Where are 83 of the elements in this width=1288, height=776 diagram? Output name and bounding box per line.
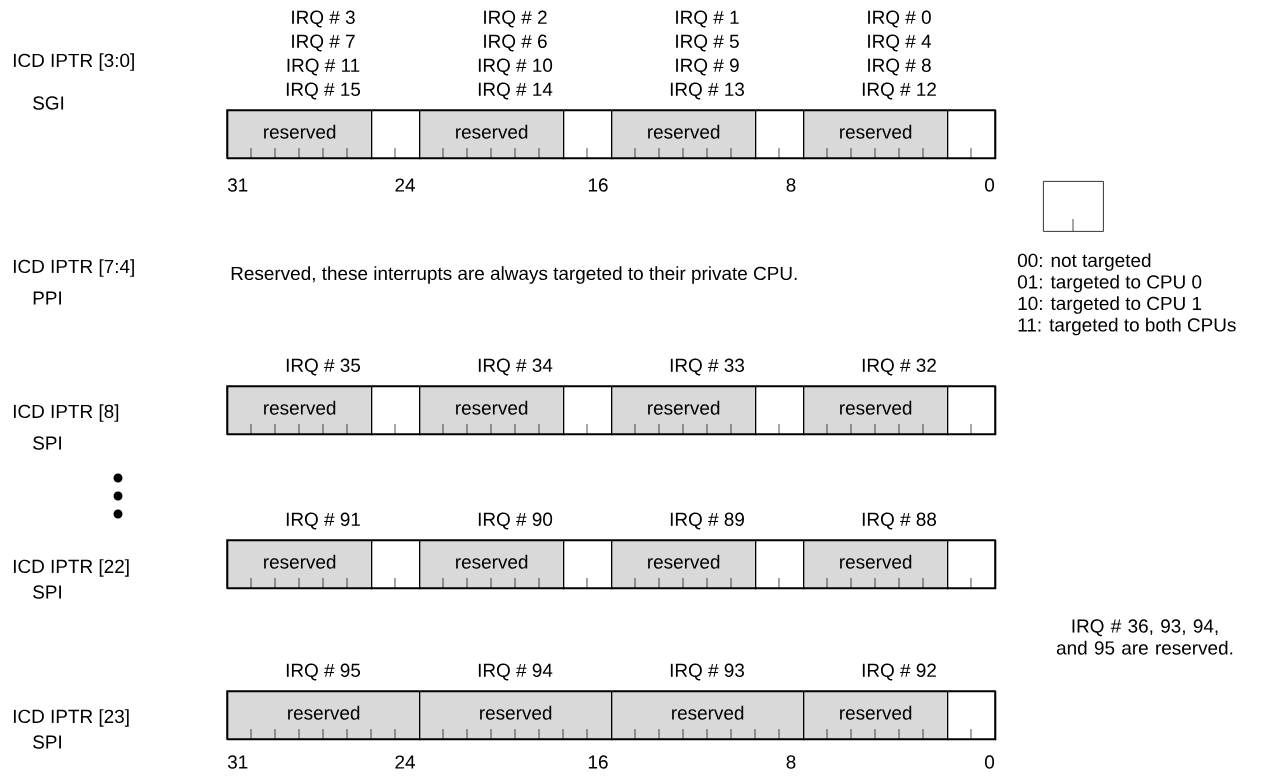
reserved-field: reserved xyxy=(419,110,565,160)
bit-number: 16 xyxy=(588,178,608,192)
irq-label: IRQ # 34 xyxy=(478,358,553,376)
bit-number: 8 xyxy=(786,755,796,769)
irq-label: IRQ # 33 xyxy=(670,358,745,376)
bit-number: 0 xyxy=(985,755,995,769)
interrupt-type: SPI xyxy=(33,585,61,599)
register-name: ICD IPTR [7:4] xyxy=(13,259,134,277)
interrupt-type: SPI xyxy=(33,735,61,749)
note: IRQ # 36, 93, 94, and 95 are reserved. xyxy=(1056,619,1233,655)
irq-label: IRQ # 9 xyxy=(676,58,739,76)
reserved-field: reserved xyxy=(803,691,949,741)
irq-label: IRQ # 6 xyxy=(484,34,547,52)
irq-label: IRQ # 90 xyxy=(478,512,553,530)
target-field xyxy=(755,386,805,436)
encoding-label: 10: targeted to CPU 1 xyxy=(1018,296,1202,314)
encoding-label: 11: targeted to both CPUs xyxy=(1018,317,1236,336)
encoding-label: 00: not targeted xyxy=(1017,253,1151,271)
bit-number: 16 xyxy=(588,755,608,769)
bit-number: 0 xyxy=(985,178,995,192)
bit-number: 8 xyxy=(786,178,796,192)
target-field xyxy=(947,110,997,160)
irq-label: IRQ # 92 xyxy=(862,663,936,681)
target-field xyxy=(371,110,421,160)
target-field xyxy=(755,110,805,160)
interrupt-type: SPI xyxy=(33,436,61,450)
reserved-field: reserved xyxy=(611,540,757,590)
irq-label: IRQ # 3 xyxy=(292,10,355,28)
irq-label: IRQ # 91 xyxy=(286,512,360,530)
target-field xyxy=(371,540,421,590)
target-field xyxy=(563,386,613,436)
target-field xyxy=(755,540,805,590)
target-field xyxy=(947,540,997,590)
irq-label: IRQ # 93 xyxy=(670,663,745,681)
irq-label: IRQ # 14 xyxy=(478,82,553,100)
register-name: ICD IPTR [22] xyxy=(13,559,129,577)
target-field xyxy=(563,110,613,160)
reserved-field: reserved xyxy=(227,540,373,590)
irq-label: IRQ # 32 xyxy=(862,358,936,376)
target-field xyxy=(371,386,421,436)
target-field xyxy=(947,386,997,436)
encoding-label: 01: targeted to CPU 0 xyxy=(1017,274,1202,293)
bit-number: 24 xyxy=(395,178,415,192)
reserved-field: reserved xyxy=(419,540,565,590)
note: Reserved, these interrupts are always targeted to their private CPU. xyxy=(231,266,797,284)
bit-number: 24 xyxy=(395,755,415,769)
irq-label: IRQ # 8 xyxy=(868,58,931,76)
irq-label: IRQ # 94 xyxy=(478,663,553,681)
target-field-key xyxy=(1043,181,1104,232)
irq-label: IRQ # 1 xyxy=(676,10,739,28)
reserved-field: reserved xyxy=(803,386,949,436)
interrupt-type: SGI xyxy=(33,96,64,110)
irq-label: IRQ # 15 xyxy=(286,82,361,100)
reserved-field: reserved xyxy=(419,386,565,436)
irq-label: IRQ # 12 xyxy=(862,82,936,100)
reserved-field: reserved xyxy=(227,691,421,741)
target-field xyxy=(947,691,997,741)
irq-label: IRQ # 89 xyxy=(670,512,744,530)
irq-label: IRQ # 35 xyxy=(286,358,361,376)
reserved-field: reserved xyxy=(227,110,373,160)
reserved-field: reserved xyxy=(611,386,757,436)
reserved-field: reserved xyxy=(803,110,949,160)
irq-label: IRQ # 88 xyxy=(862,512,937,530)
register-name: ICD IPTR [3:0] xyxy=(13,53,134,71)
interrupt-type: PPI xyxy=(33,291,61,305)
irq-label: IRQ # 2 xyxy=(484,10,547,28)
bit-number: 31 xyxy=(227,178,248,192)
reserved-field: reserved xyxy=(803,540,949,590)
irq-label: IRQ # 4 xyxy=(868,34,932,52)
register-name: ICD IPTR [8] xyxy=(13,404,119,422)
irq-label: IRQ # 5 xyxy=(676,34,739,52)
irq-label: IRQ # 0 xyxy=(868,10,931,28)
target-field xyxy=(563,540,613,590)
register-name: ICD IPTR [23] xyxy=(13,709,129,727)
irq-label: IRQ # 7 xyxy=(292,34,355,52)
irq-label: IRQ # 95 xyxy=(286,663,361,681)
irq-label: IRQ # 10 xyxy=(478,58,553,76)
reserved-field: reserved xyxy=(227,386,373,436)
reserved-field: reserved xyxy=(419,691,613,741)
irq-label: IRQ # 13 xyxy=(670,82,745,100)
reserved-field: reserved xyxy=(611,691,805,741)
irq-label: IRQ # 11 xyxy=(287,58,360,76)
reserved-field: reserved xyxy=(611,110,757,160)
